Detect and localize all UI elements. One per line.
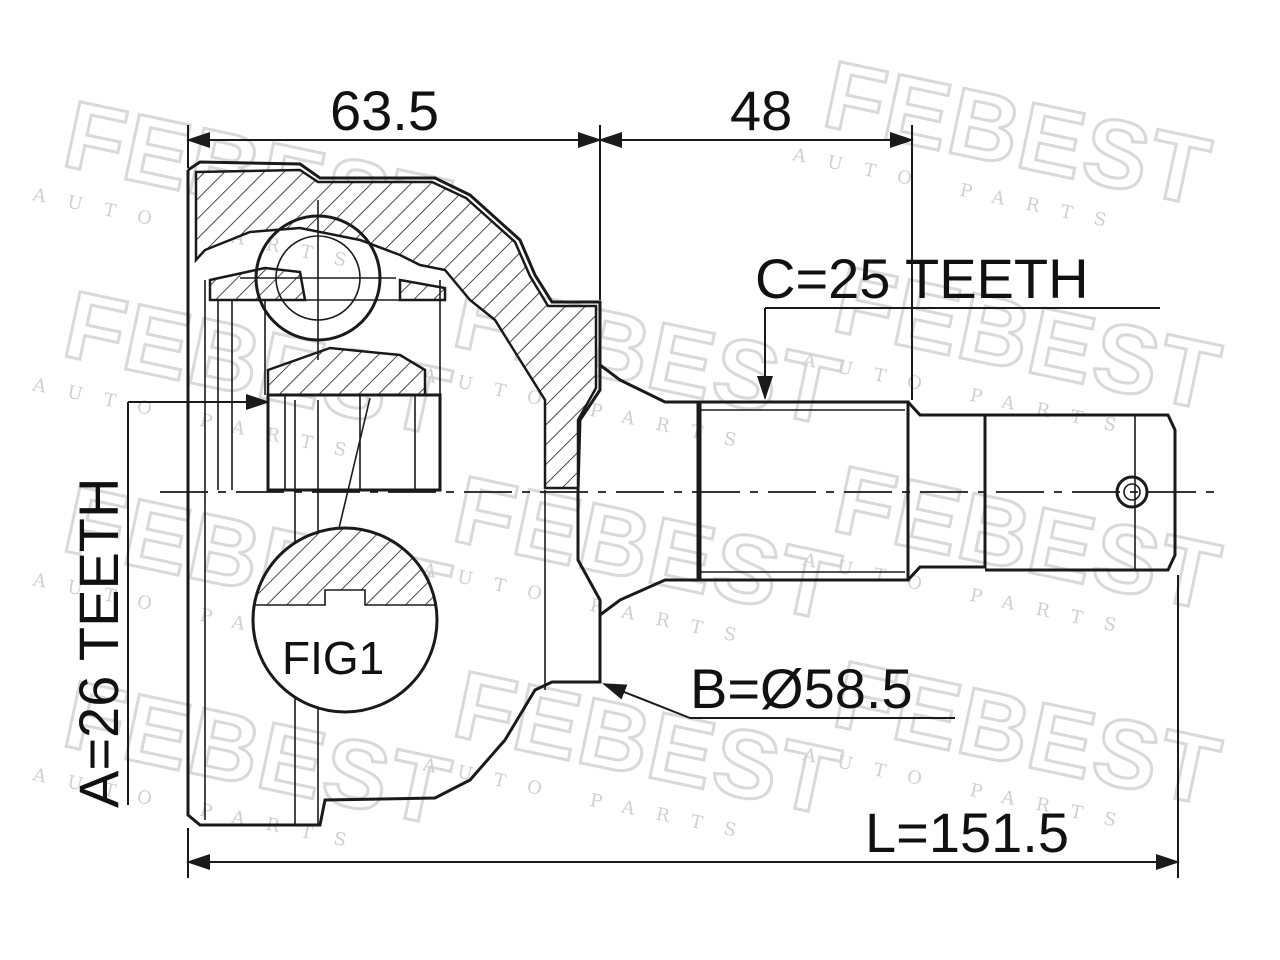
dim-body-length: 63.5: [186, 79, 602, 300]
dim-total-length-label: L=151.5: [865, 801, 1069, 864]
dim-shaft-length: 48: [598, 79, 914, 400]
dim-shaft-length-label: 48: [730, 79, 792, 142]
dim-inner-spline: A=26 TEETH: [67, 394, 270, 808]
dim-body-length-label: 63.5: [330, 79, 439, 142]
dim-inner-spline-label: A=26 TEETH: [67, 478, 130, 808]
dim-total-length: L=151.5: [186, 575, 1180, 878]
fig1-label: FIG1: [282, 632, 384, 684]
joint-housing: [186, 160, 602, 827]
dim-abs-diameter-label: B=Ø58.5: [690, 657, 913, 720]
dim-abs-diameter: B=Ø58.5: [602, 657, 955, 720]
inner-race: [208, 266, 447, 492]
fig1-detail: FIG1: [251, 397, 439, 714]
housing-section-upper: [194, 168, 598, 490]
dim-outer-spline: C=25 TEETH: [755, 247, 1160, 400]
ball: [240, 200, 396, 360]
dim-outer-spline-label: C=25 TEETH: [755, 247, 1089, 310]
